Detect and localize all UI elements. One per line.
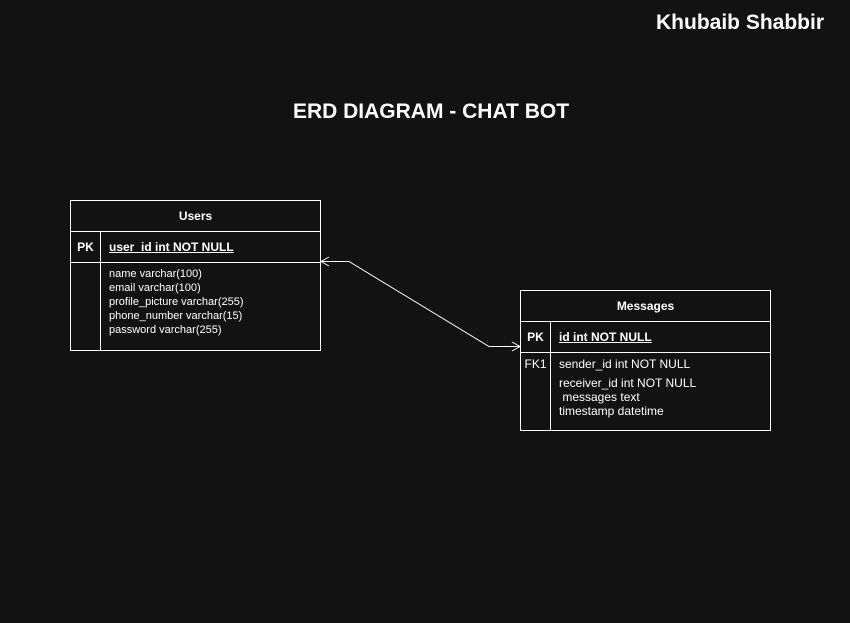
messages-field: sender_id int NOT NULL xyxy=(559,357,691,371)
messages-field: messages text xyxy=(559,390,640,404)
users-field: profile_picture varchar(255) xyxy=(109,296,244,308)
users-field-list: name varchar(100) email varchar(100) pro… xyxy=(101,263,244,350)
diagram-title: ERD DIAGRAM - CHAT BOT xyxy=(292,100,570,123)
messages-field: timestamp datetime xyxy=(559,404,664,418)
messages-field: receiver_id int NOT NULL xyxy=(559,376,697,390)
users-field: phone_number varchar(15) xyxy=(109,310,243,322)
relationship-line xyxy=(321,261,520,347)
users-pk-label: PK xyxy=(71,232,101,262)
messages-key-column: FK1 xyxy=(521,353,551,430)
users-table[interactable]: Users PK user_id int NOT NULL name varch… xyxy=(70,200,321,351)
messages-fk-label: FK1 xyxy=(524,357,547,371)
users-field: password varchar(255) xyxy=(109,324,222,336)
messages-field-list: sender_id int NOT NULL receiver_id int N… xyxy=(551,353,696,430)
messages-pk-row: PK id int NOT NULL xyxy=(521,322,770,353)
author-name: Khubaib Shabbir xyxy=(656,11,824,34)
messages-pk-field: id int NOT NULL xyxy=(559,330,652,344)
users-key-column xyxy=(71,263,101,350)
users-field: name varchar(100) xyxy=(109,268,202,280)
users-field: email varchar(100) xyxy=(109,282,201,294)
messages-table-header: Messages xyxy=(521,291,770,322)
messages-fields-section: FK1 sender_id int NOT NULL receiver_id i… xyxy=(521,353,770,430)
messages-table[interactable]: Messages PK id int NOT NULL FK1 sender_i… xyxy=(520,290,771,431)
users-pk-row: PK user_id int NOT NULL xyxy=(71,232,320,263)
crowfoot-users-end xyxy=(319,256,330,267)
users-pk-field: user_id int NOT NULL xyxy=(109,240,234,254)
messages-pk-label: PK xyxy=(521,322,551,352)
users-table-header: Users xyxy=(71,201,320,232)
users-fields-section: name varchar(100) email varchar(100) pro… xyxy=(71,263,320,350)
